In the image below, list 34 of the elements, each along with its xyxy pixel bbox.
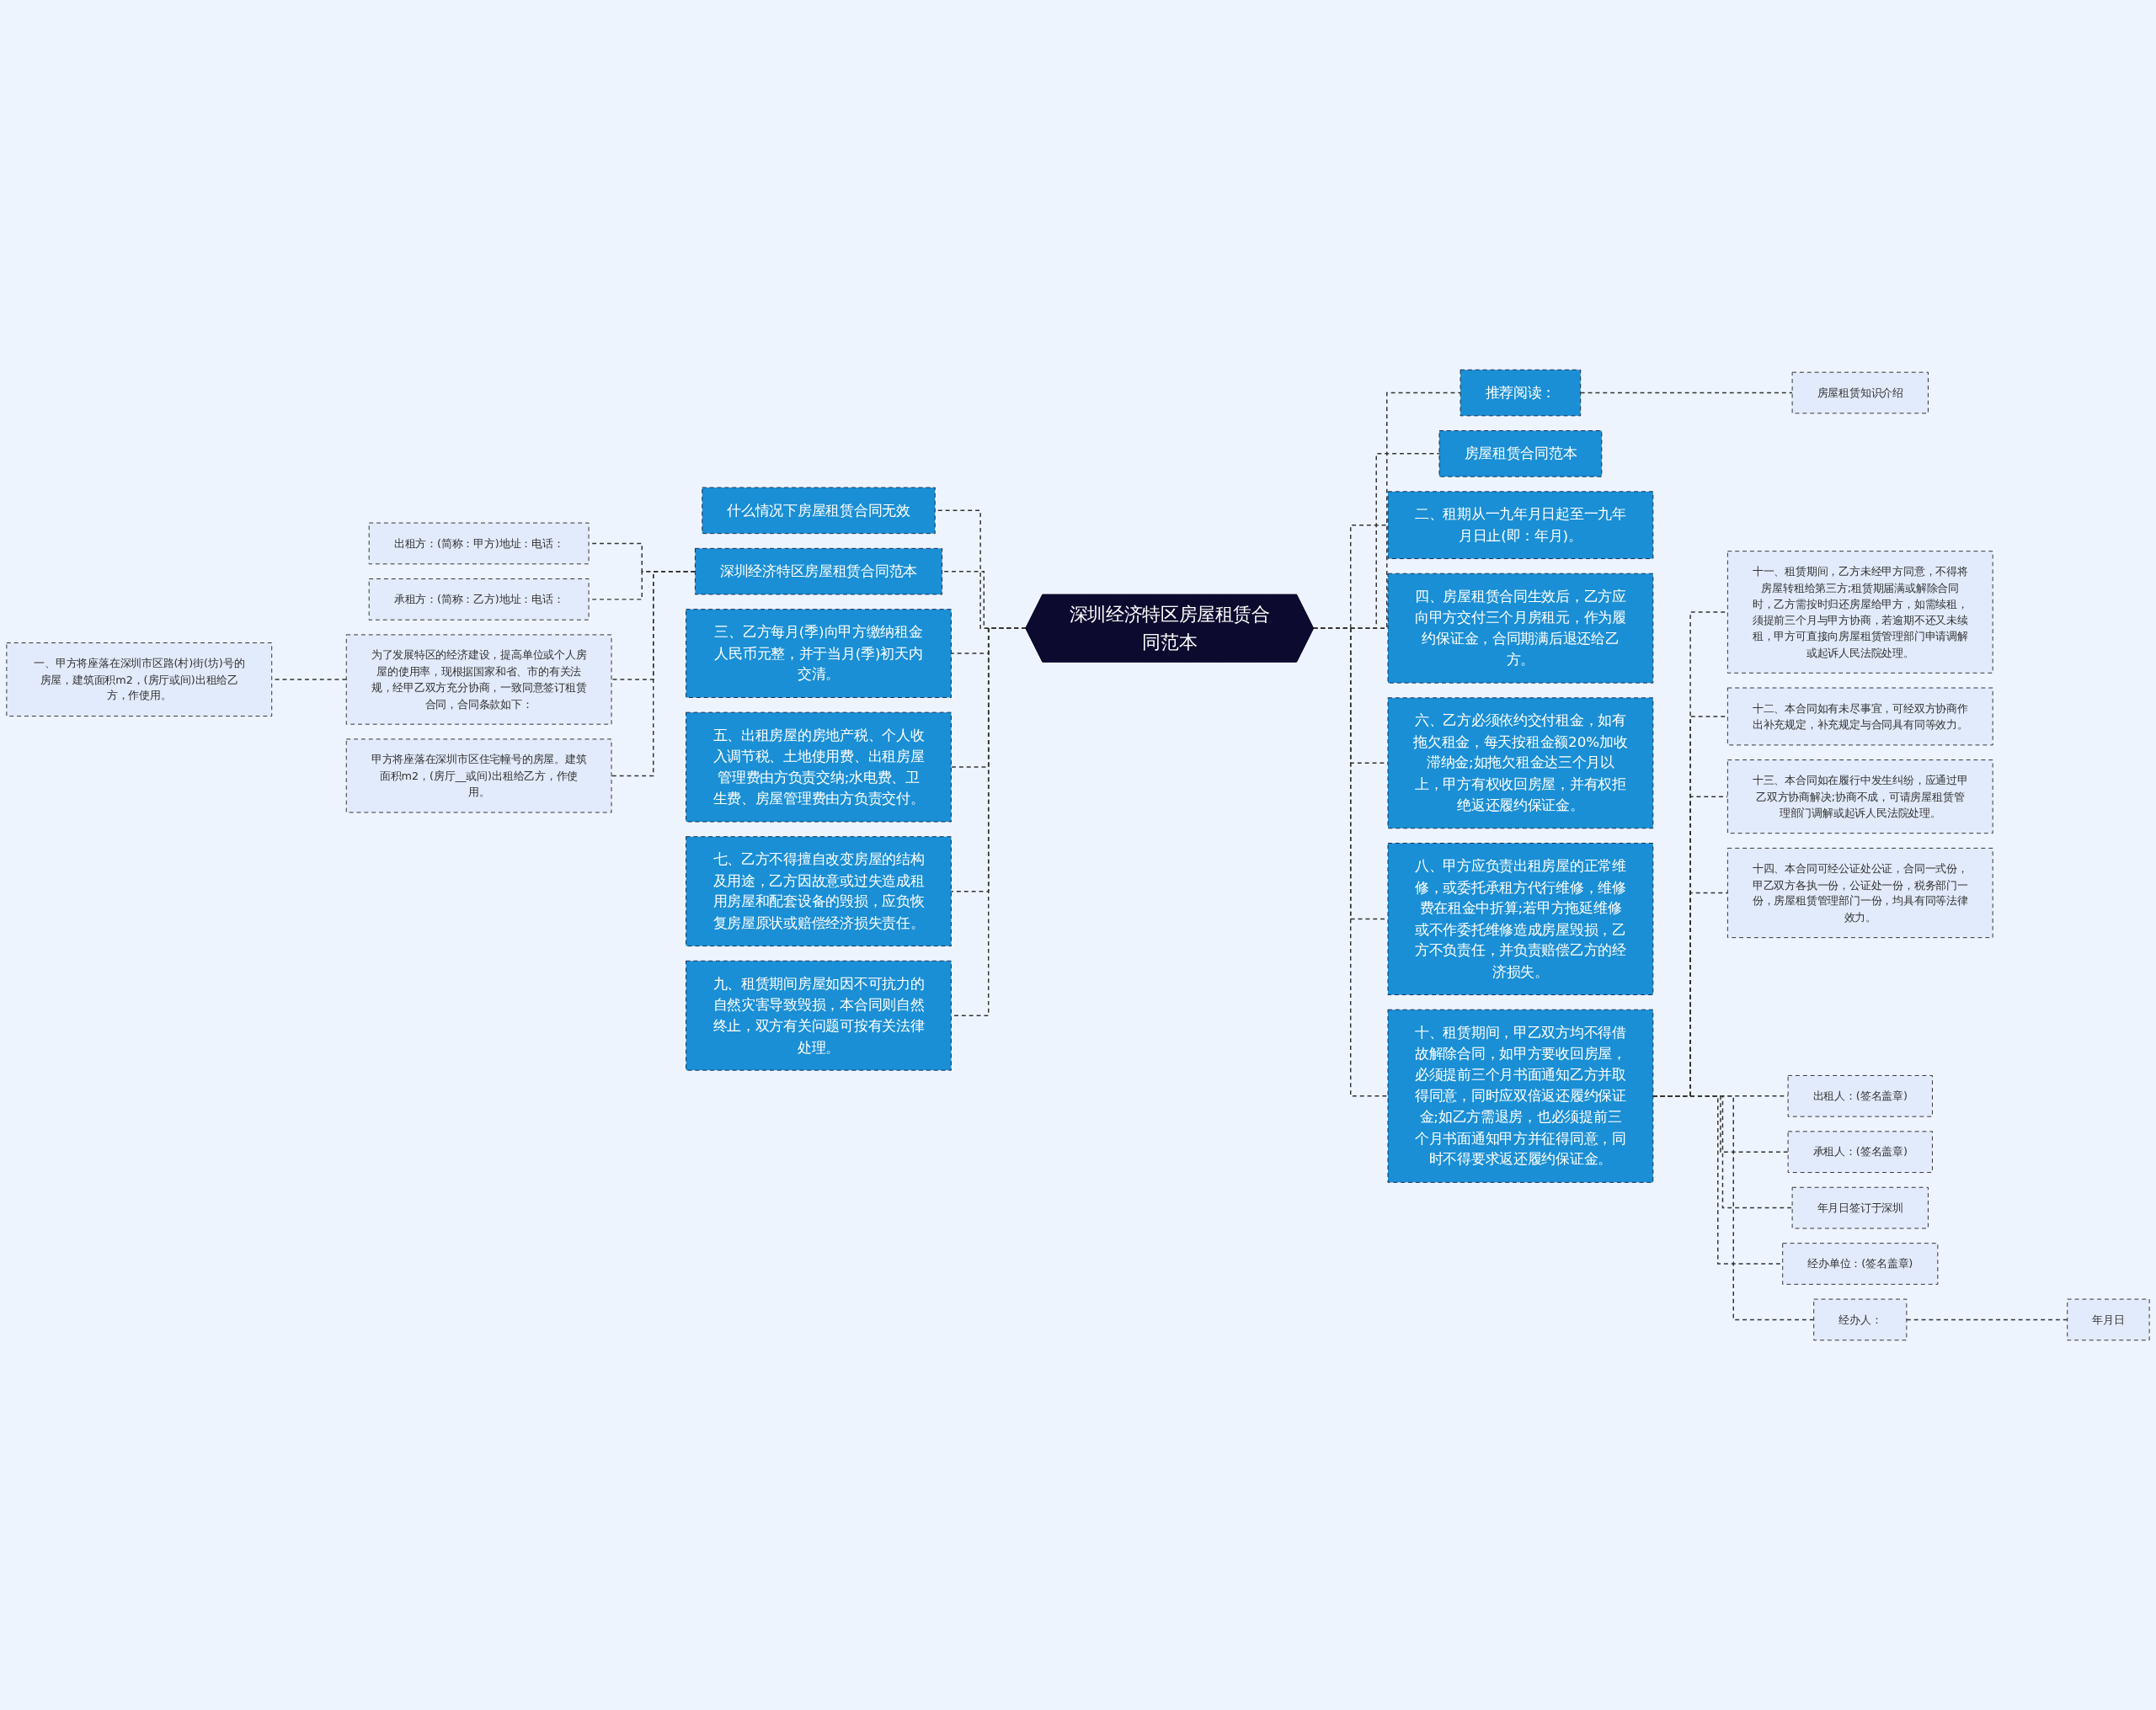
node-box: 房屋租赁知识介绍 <box>1791 371 1929 414</box>
node-box: 九、租赁期间房屋如因不可抗力的自然灾害导致毁损，本合同则自然终止，双方有关问题可按有关法律处理。 <box>686 960 952 1071</box>
node-box: 年月日签订于深圳 <box>1791 1186 1929 1229</box>
node-box: 深圳经济特区房屋租赁合同范本 <box>694 547 943 595</box>
node-box: 出租人：(签名盖章) <box>1787 1074 1933 1117</box>
node-box: 七、乙方不得擅自改变房屋的结构及用途，乙方因故意或过失造成租用房屋和配套设备的毁损，应负恢复房屋原状或赔偿经济损失责任。 <box>686 836 952 947</box>
node-box: 一、甲方将座落在深圳市区路(村)街(坊)号的房屋，建筑面积m2，(房厅或间)出租给乙方，作使用。 <box>6 642 273 717</box>
node-box: 二、租期从一九年月日起至一九年月日止(即：年月)。 <box>1387 491 1654 560</box>
node-box: 经办人： <box>1813 1298 1908 1341</box>
node-box: 十三、本合同如在履行中发生纠纷，应通过甲乙双方协商解决;协商不成，可请房屋租赁管理部门调解或起诉人民法院处理。 <box>1726 759 1993 834</box>
connector <box>1580 392 1793 394</box>
node-box: 为了发展特区的经济建设，提高单位或个人房屋的使用率，现根据国家和省、市的有关法规，经甲乙双方充分协商，一致同意签订租赁合同，合同条款如下： <box>345 634 612 725</box>
node-box: 经办单位：(签名盖章) <box>1782 1243 1939 1285</box>
node-box: 八、甲方应负责出租房屋的正常维修，或委托承租方代行维修，维修费在租金中折算;若甲方拖延维修或不作委托维修造成房屋毁损，乙方不负责任，并负责赔偿乙方的经济损失。 <box>1387 843 1654 995</box>
connector <box>1906 1318 2068 1321</box>
node-box: 四、房屋租赁合同生效后，乙方应向甲方交付三个月房租元，作为履约保证金，合同期满后退还给乙方。 <box>1387 573 1654 684</box>
node-box: 什么情况下房屋租赁合同无效 <box>702 487 936 535</box>
node-box: 六、乙方必须依约交付租金，如有拖欠租金，每天按租金额20%加收滞纳金;如拖欠租金达三个月以上，甲方有权收回房屋，并有权拒绝返还履约保证金。 <box>1387 697 1654 829</box>
node-box: 承租人：(签名盖章) <box>1787 1131 1933 1174</box>
node-box: 房屋租赁合同范本 <box>1438 430 1603 477</box>
node-box: 出租方：(简称：甲方)地址：电话： <box>368 522 590 565</box>
node-box: 十、租赁期间，甲乙双方均不得借故解除合同，如甲方要收回房屋，必须提前三个月书面通知乙方并取得同意，同时应双倍返还履约保证金;如乙方需退房，也必须提前三个月书面通知甲方并征得同意，同时不得要求返还履约保证金。 <box>1387 1009 1654 1183</box>
node-box: 十四、本合同可经公证处公证，合同一式份，甲乙双方各执一份，公证处一份，税务部门一份，房屋租赁管理部门一份，均具有同等法律效力。 <box>1726 847 1993 939</box>
node-box: 甲方将座落在深圳市区住宅幢号的房屋。建筑面积m2，(房厅__或间)出租给乙方，作使用。 <box>345 738 612 813</box>
node-box: 十二、本合同如有未尽事宜，可经双方协商作出补充规定，补充规定与合同具有同等效力。 <box>1726 687 1993 746</box>
connector <box>1652 1095 1815 1321</box>
connector <box>950 627 1027 1016</box>
node-box: 五、出租房屋的房地产税、个人收入调节税、土地使用费、出租房屋管理费由方负责交纳;水电费、卫生费、房屋管理费由方负责交付。 <box>686 711 952 823</box>
node-box: 承租方：(简称：乙方)地址：电话： <box>368 578 590 621</box>
node-box: 年月日 <box>2067 1298 2150 1341</box>
node-box: 推荐阅读： <box>1460 369 1582 417</box>
node-box: 三、乙方每月(季)向甲方缴纳租金人民币元整，并于当月(季)初天内交清。 <box>686 609 952 698</box>
connector <box>611 570 696 777</box>
node-box: 十一、租赁期间，乙方未经甲方同意，不得将房屋转租给第三方;租赁期届满或解除合同时，乙方需按时归还房屋给甲方，如需续租，须提前三个月与甲方协商，若逾期不还又未续租，甲方可直接向房屋租赁管理部门申请调解或起诉人民法院处理。 <box>1726 551 1993 674</box>
